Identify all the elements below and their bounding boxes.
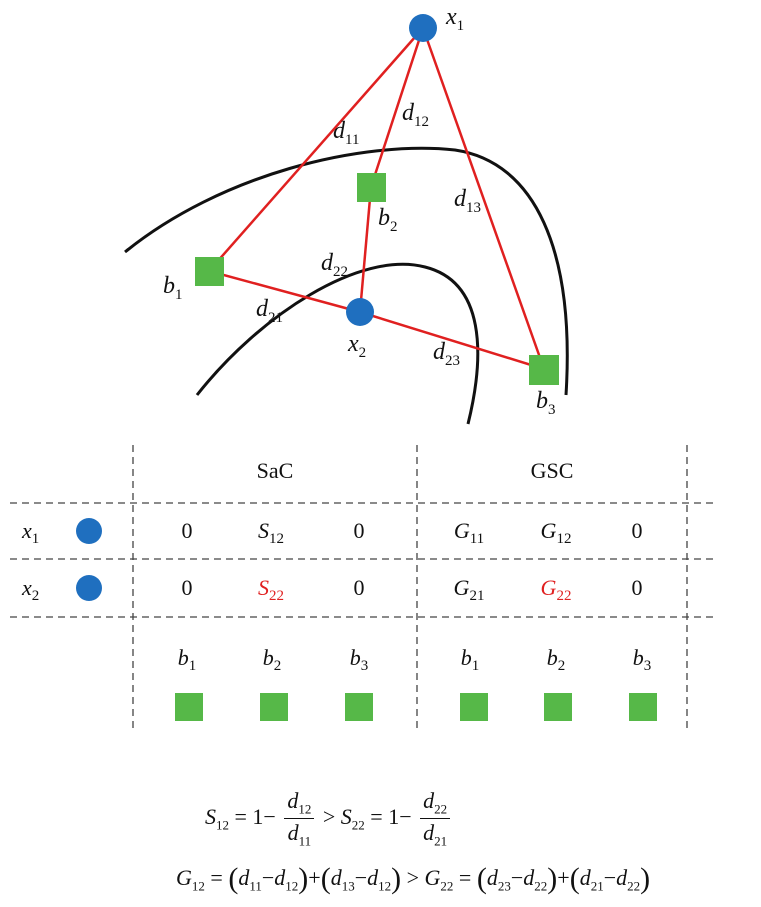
label-d22: d22: [321, 250, 348, 280]
boundary-curve-inner: [195, 262, 480, 425]
label-b1: b1: [163, 273, 183, 303]
label-d13: d13: [454, 186, 481, 216]
cell-x1-sac-2: S12: [258, 518, 284, 547]
edge-d13: [421, 27, 546, 370]
point-x2-marker: [346, 298, 374, 326]
cell-x2-gsc-2-highlight: G22: [541, 575, 572, 604]
header-gsc: GSC: [531, 458, 574, 483]
cell-x2-sac-2-highlight: S22: [258, 575, 284, 604]
label-b3: b3: [536, 388, 556, 418]
footer-sac-b2-marker: [260, 693, 288, 721]
equation-gsc: G12 = (d11−d12)+(d13−d12) > G22 = (d23−d…: [176, 862, 651, 895]
cell-x1-sac-1: 0: [182, 518, 193, 543]
table-grid: [10, 445, 715, 733]
footer-gsc-b3-marker: [629, 693, 657, 721]
label-d21: d21: [256, 296, 283, 326]
point-x1-marker: [409, 14, 437, 42]
base-b2-marker: [357, 173, 386, 202]
label-d11: d11: [333, 118, 359, 148]
footer-gsc-b1: b1: [461, 645, 480, 674]
cell-x2-sac-1: 0: [182, 575, 193, 600]
label-d12: d12: [402, 100, 429, 130]
row-x2-marker: [76, 575, 102, 601]
edge-d12: [369, 27, 425, 188]
row-label-x1: x1: [21, 518, 39, 547]
boundary-curve-outer: [124, 146, 569, 396]
footer-gsc-b3: b3: [633, 645, 652, 674]
cell-x2-gsc-3: 0: [632, 575, 643, 600]
edge-d22: [358, 186, 373, 313]
footer-sac-b1-marker: [175, 693, 203, 721]
fraction-d22-over-d21: d22 d21: [420, 788, 451, 850]
cell-x1-sac-3: 0: [354, 518, 365, 543]
footer-sac-b2: b2: [263, 645, 282, 674]
row-x1-marker: [76, 518, 102, 544]
label-d23: d23: [433, 339, 460, 369]
fraction-d12-over-d11: d12 d11: [284, 788, 315, 850]
footer-gsc-b2: b2: [547, 645, 566, 674]
cell-x2-gsc-1: G21: [454, 575, 485, 604]
cell-x1-gsc-3: 0: [632, 518, 643, 543]
label-x1: x1: [445, 4, 464, 34]
footer-sac-b3-marker: [345, 693, 373, 721]
footer-gsc-b1-marker: [460, 693, 488, 721]
base-b1-marker: [195, 257, 224, 286]
cell-x1-gsc-2: G12: [541, 518, 572, 547]
row-label-x2: x2: [21, 575, 39, 604]
header-sac: SaC: [257, 458, 294, 483]
edge-d21: [208, 269, 361, 314]
footer-sac-b1: b1: [178, 645, 197, 674]
cell-x2-sac-3: 0: [354, 575, 365, 600]
equation-sac: S12 = 1− d12 d11 > S22 = 1− d22 d21: [205, 788, 453, 850]
footer-gsc-b2-marker: [544, 693, 572, 721]
cell-x1-gsc-1: G11: [454, 518, 484, 547]
edge-d11: [208, 27, 424, 272]
edge-d23: [359, 310, 545, 371]
label-b2: b2: [378, 205, 398, 235]
footer-sac-b3: b3: [350, 645, 369, 674]
label-x2: x2: [347, 331, 366, 361]
base-b3-marker: [529, 355, 559, 385]
